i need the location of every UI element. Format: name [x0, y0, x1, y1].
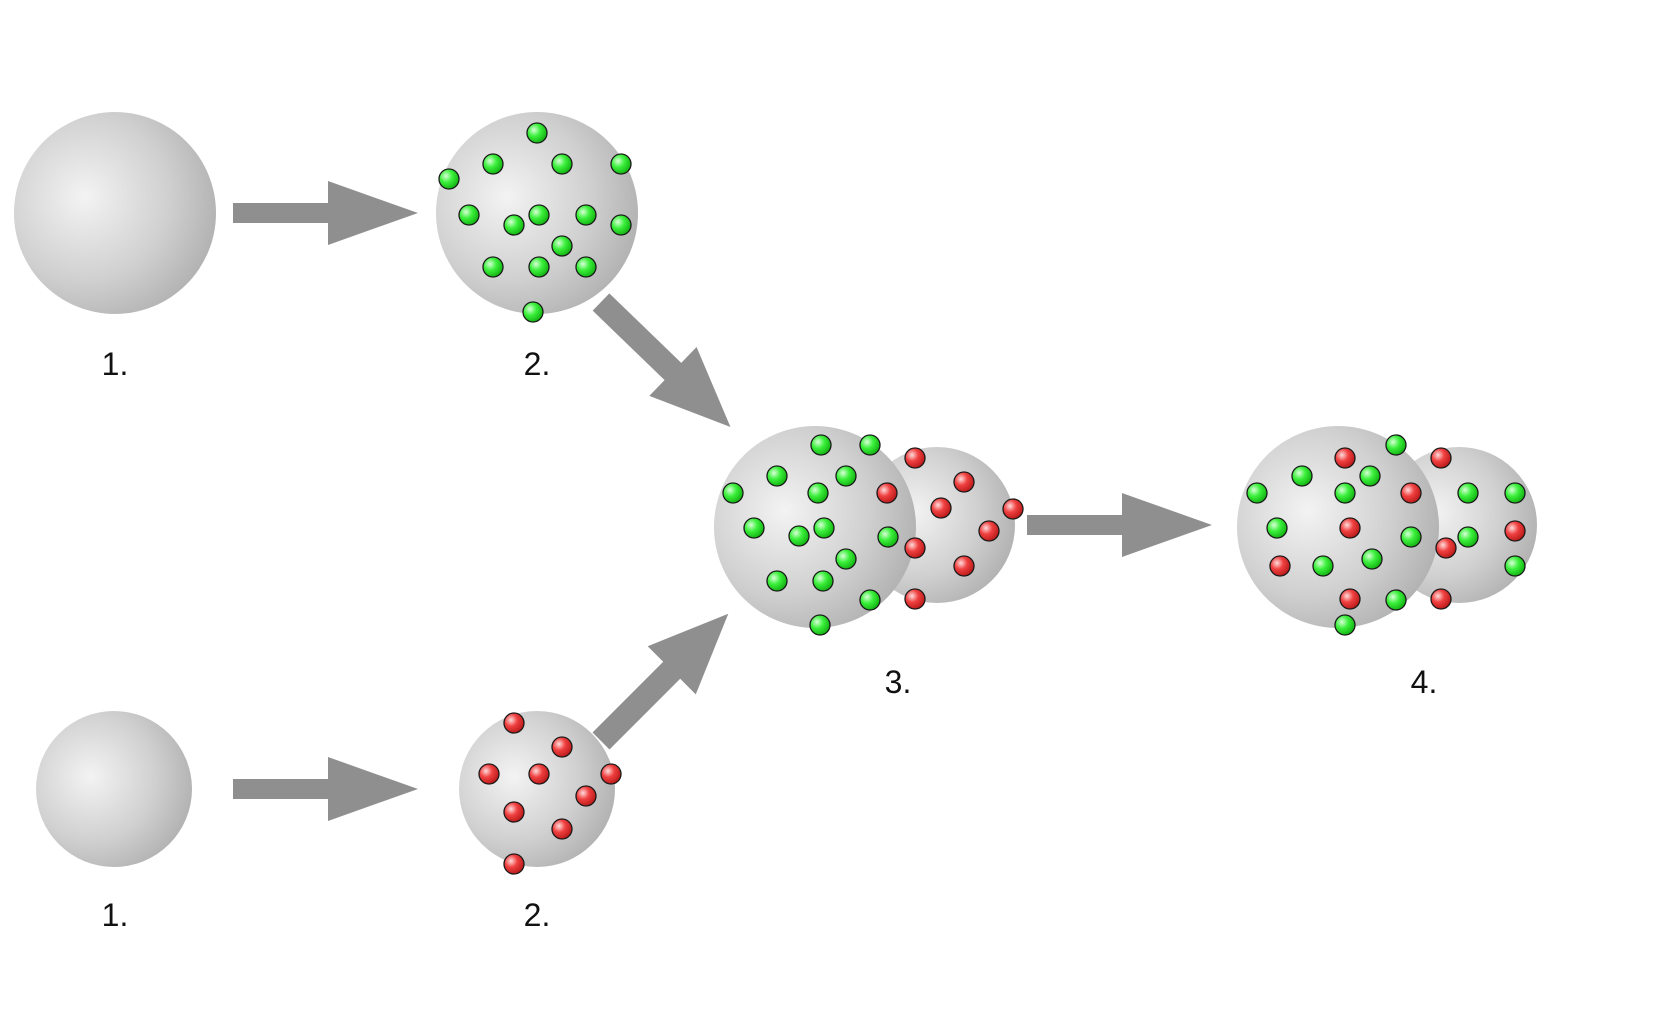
red-marker	[1269, 555, 1291, 577]
label-bottom-labeled: 2.	[524, 897, 551, 933]
red-marker	[978, 520, 1000, 542]
green-marker	[1385, 589, 1407, 611]
cells	[14, 112, 1537, 867]
green-marker	[1504, 555, 1526, 577]
green-marker	[610, 153, 632, 175]
label-fused: 3.	[885, 664, 912, 700]
arrows	[233, 181, 1212, 821]
red-marker	[904, 588, 926, 610]
green-marker	[813, 517, 835, 539]
green-marker	[743, 517, 765, 539]
red-marker	[953, 555, 975, 577]
red-marker	[528, 763, 550, 785]
green-marker	[1291, 465, 1313, 487]
red-marker	[1339, 588, 1361, 610]
cell-bottom-labeled	[459, 711, 615, 867]
red-marker	[1002, 498, 1024, 520]
green-marker	[526, 122, 548, 144]
red-marker	[551, 736, 573, 758]
green-marker	[1334, 482, 1356, 504]
green-marker	[835, 548, 857, 570]
red-marker	[1334, 447, 1356, 469]
red-marker	[1435, 537, 1457, 559]
green-marker	[1504, 482, 1526, 504]
green-marker	[1361, 548, 1383, 570]
cell-bottom-initial	[36, 711, 192, 867]
red-marker	[503, 712, 525, 734]
arrow-top-to-fusion	[592, 293, 731, 428]
red-marker	[1400, 482, 1422, 504]
green-marker	[528, 204, 550, 226]
green-marker	[575, 204, 597, 226]
markers	[438, 122, 1526, 875]
green-marker	[551, 153, 573, 175]
label-mixed: 4.	[1411, 664, 1438, 700]
green-marker	[1266, 517, 1288, 539]
green-marker	[1246, 482, 1268, 504]
green-marker	[1334, 614, 1356, 636]
red-marker	[1430, 588, 1452, 610]
green-marker	[1457, 526, 1479, 548]
step-labels: 1. 2. 1. 2. 3. 4.	[102, 346, 1438, 933]
green-marker	[1457, 482, 1479, 504]
green-marker	[722, 482, 744, 504]
arrow-fusion-to-mixed	[1027, 493, 1212, 557]
green-marker	[809, 614, 831, 636]
green-marker	[766, 465, 788, 487]
arrow-top-right	[233, 181, 418, 245]
green-marker	[810, 434, 832, 456]
green-marker	[575, 256, 597, 278]
label-top-initial: 1.	[102, 346, 129, 382]
red-marker	[575, 785, 597, 807]
arrow-bottom-right	[233, 757, 418, 821]
red-marker	[904, 447, 926, 469]
green-marker	[458, 204, 480, 226]
green-marker	[503, 214, 525, 236]
green-marker	[835, 465, 857, 487]
red-marker	[1430, 447, 1452, 469]
red-marker	[503, 801, 525, 823]
green-marker	[1385, 434, 1407, 456]
green-marker	[788, 525, 810, 547]
red-marker	[876, 482, 898, 504]
label-bottom-initial: 1.	[102, 897, 129, 933]
red-marker	[953, 471, 975, 493]
green-marker	[528, 256, 550, 278]
green-marker	[438, 168, 460, 190]
cell-top-initial	[14, 112, 216, 314]
green-marker	[807, 482, 829, 504]
green-marker	[482, 256, 504, 278]
red-marker	[600, 763, 622, 785]
green-marker	[877, 526, 899, 548]
red-marker	[1339, 517, 1361, 539]
cell-mixed-large	[1237, 426, 1439, 628]
green-marker	[812, 570, 834, 592]
green-marker	[859, 589, 881, 611]
green-marker	[766, 570, 788, 592]
green-marker	[1400, 526, 1422, 548]
green-marker	[610, 214, 632, 236]
label-top-labeled: 2.	[524, 346, 551, 382]
green-marker	[522, 301, 544, 323]
green-marker	[482, 153, 504, 175]
green-marker	[1359, 465, 1381, 487]
green-marker	[1312, 555, 1334, 577]
red-marker	[551, 818, 573, 840]
green-marker	[551, 235, 573, 257]
red-marker	[478, 763, 500, 785]
red-marker	[503, 853, 525, 875]
green-marker	[859, 434, 881, 456]
red-marker	[930, 497, 952, 519]
red-marker	[1504, 520, 1526, 542]
red-marker	[904, 537, 926, 559]
arrow-bottom-to-fusion	[592, 613, 729, 750]
